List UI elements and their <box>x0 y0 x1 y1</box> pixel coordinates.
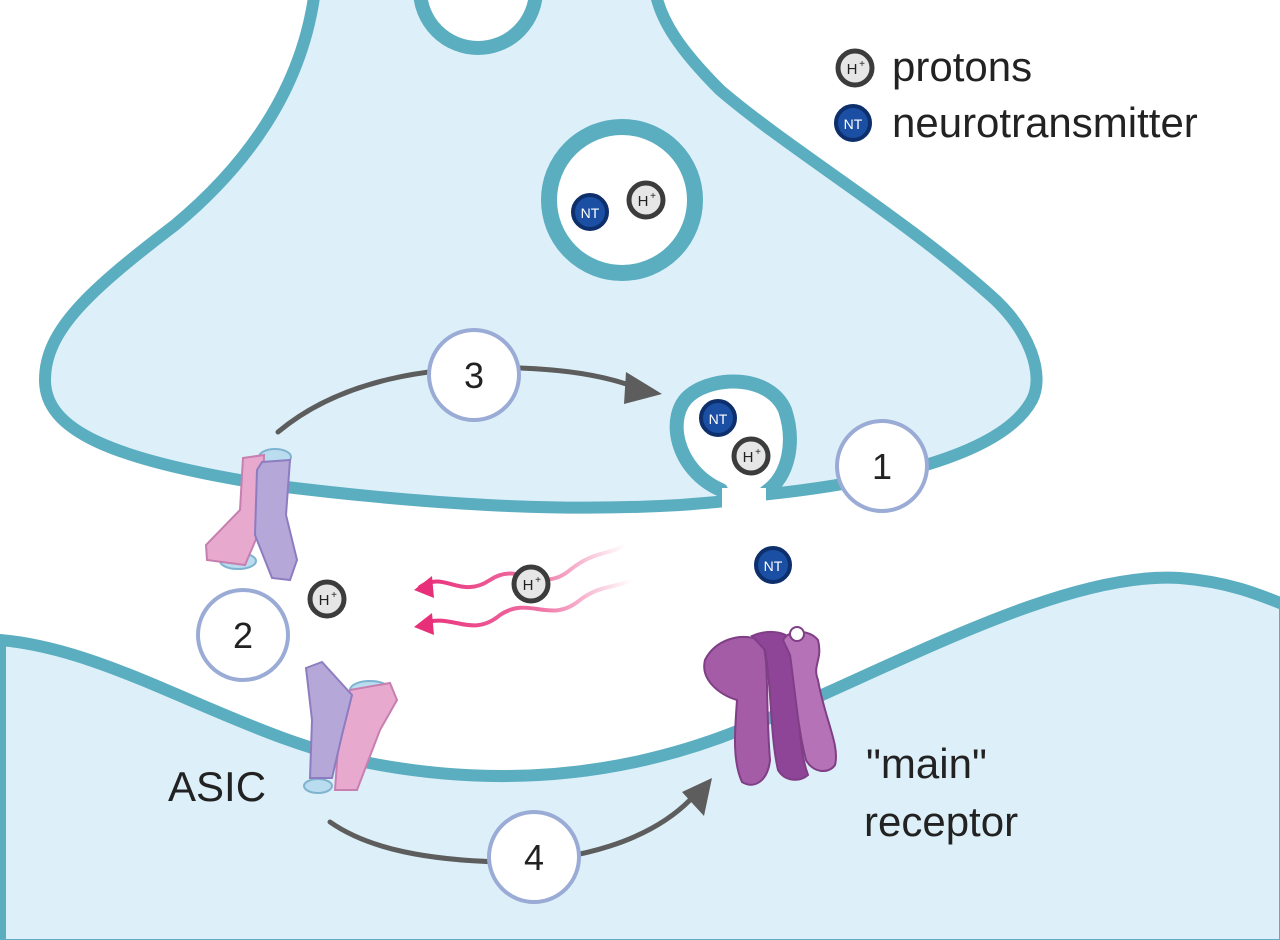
svg-text:NT: NT <box>581 205 600 221</box>
nt-molecule-legend: NT <box>834 104 872 142</box>
svg-text:NT: NT <box>844 116 863 132</box>
legend-protons-label: protons <box>892 43 1032 90</box>
asic-postsynaptic <box>303 660 399 794</box>
svg-text:2: 2 <box>233 615 253 656</box>
svg-text:+: + <box>331 590 337 601</box>
main-receptor-label-line2: receptor <box>864 798 1018 845</box>
main-receptor <box>703 626 837 786</box>
svg-text:+: + <box>755 447 761 458</box>
svg-text:H: H <box>638 193 649 210</box>
asic-presynaptic <box>204 448 299 582</box>
step-1: 1 <box>835 419 929 513</box>
svg-text:+: + <box>859 59 865 70</box>
step-2: 2 <box>196 588 290 682</box>
svg-text:+: + <box>650 191 656 202</box>
step4-arrowhead <box>682 778 712 816</box>
svg-text:H: H <box>743 449 754 466</box>
step3-arrowhead <box>624 372 662 404</box>
proton-ion-cleft-wave: H + <box>511 564 551 604</box>
nt-molecule-cleft: NT <box>754 546 792 584</box>
main-receptor-label-line1: "main" <box>866 740 987 787</box>
vesicle-middle <box>541 119 703 281</box>
proton-ion-vesicle: H + <box>626 180 666 220</box>
svg-text:NT: NT <box>709 411 728 427</box>
svg-text:H: H <box>523 577 534 594</box>
svg-text:3: 3 <box>464 355 484 396</box>
svg-text:NT: NT <box>764 558 783 574</box>
fusing-vesicle <box>669 374 797 499</box>
step-4: 4 <box>487 810 581 904</box>
vesicle-top <box>413 0 543 55</box>
proton-ion-fusing: H + <box>731 436 771 476</box>
presynaptic-terminal <box>39 0 1043 514</box>
svg-text:H: H <box>847 61 858 78</box>
step-3: 3 <box>427 328 521 422</box>
nt-molecule-vesicle: NT <box>571 193 609 231</box>
svg-text:+: + <box>535 575 541 586</box>
svg-text:H: H <box>319 592 330 609</box>
proton-ion-cleft-asic: H + <box>307 579 347 619</box>
proton-ion-legend: H + <box>835 48 875 88</box>
legend-neurotransmitter-label: neurotransmitter <box>892 99 1198 146</box>
asic-label: ASIC <box>168 763 266 810</box>
svg-text:1: 1 <box>872 446 892 487</box>
postsynaptic-membrane <box>0 571 1280 940</box>
svg-text:4: 4 <box>524 837 544 878</box>
nt-molecule-fusing: NT <box>699 399 737 437</box>
